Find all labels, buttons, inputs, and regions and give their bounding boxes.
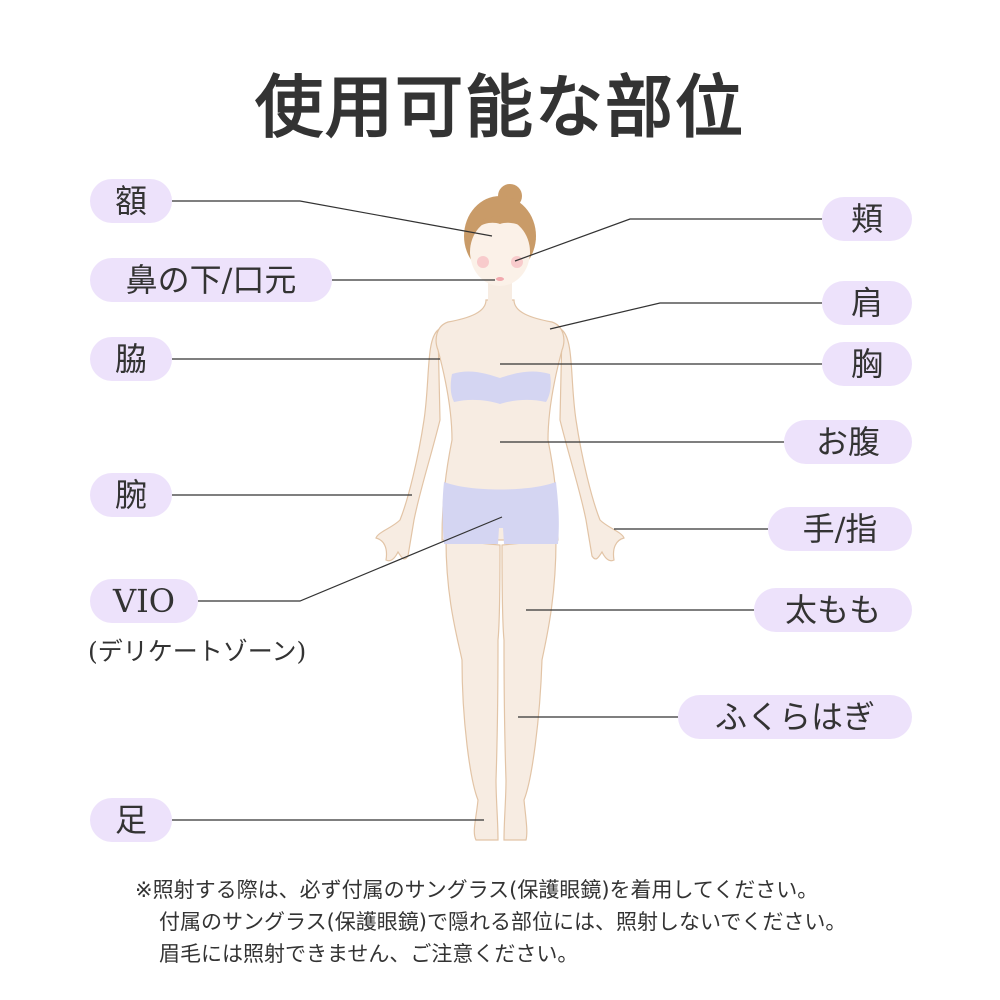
- page-title: 使用可能な部位: [254, 68, 745, 148]
- label-calf: ふくらはぎ: [678, 695, 912, 739]
- arms: [375, 328, 625, 562]
- label-chest: 胸: [822, 342, 912, 386]
- label-belly: お腹: [784, 420, 912, 464]
- label-foot: 足: [90, 798, 172, 842]
- legs: [445, 539, 557, 841]
- shorts: [442, 482, 559, 544]
- label-armpit: 脇: [90, 337, 172, 381]
- note-line: ※照射する際は、必ず付属のサングラス(保護眼鏡)を着用してください。: [135, 878, 819, 902]
- label-hand-finger: 手/指: [768, 507, 912, 551]
- label-cheek: 頬: [822, 197, 912, 241]
- bra: [450, 371, 551, 404]
- note-line: 付属のサングラス(保護眼鏡)で隠れる部位には、照射しないでください。: [159, 910, 847, 934]
- label-shoulder: 肩: [822, 281, 912, 325]
- label-vio: VIO: [90, 579, 198, 623]
- label-arm: 腕: [90, 473, 172, 517]
- label-forehead: 額: [90, 179, 172, 223]
- caution-notes: ※照射する際は、必ず付属のサングラス(保護眼鏡)を着用してください。 付属のサン…: [135, 874, 846, 970]
- label-thigh: 太もも: [754, 588, 912, 632]
- leader-lines: [172, 200, 822, 821]
- label-vio-sub: (デリケートゾーン): [88, 637, 307, 666]
- note-line: 眉毛には照射できません、ご注意ください。: [159, 942, 579, 966]
- head: [464, 184, 536, 286]
- label-under-nose-mouth: 鼻の下/口元: [90, 258, 332, 302]
